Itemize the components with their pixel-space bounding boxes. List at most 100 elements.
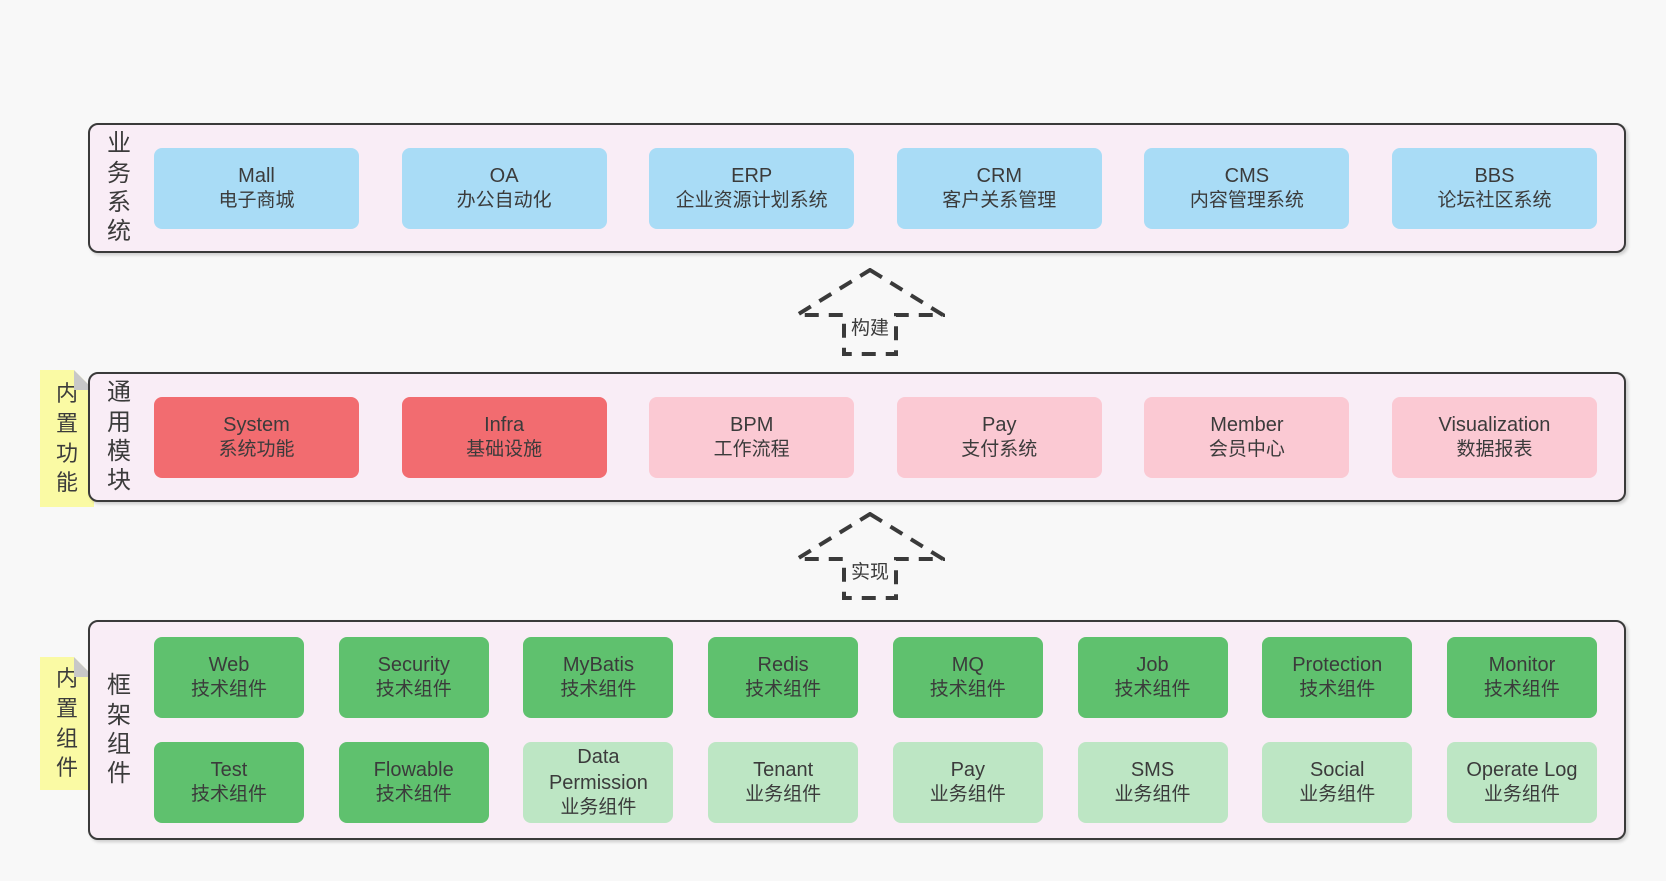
box-pay-component: Pay 业务组件 — [892, 742, 1043, 823]
box-operate-log: Operate Log 业务组件 — [1446, 742, 1597, 823]
up-arrow-icon — [795, 268, 945, 356]
box-name: System — [223, 413, 290, 436]
box-subtitle: 工作流程 — [713, 438, 790, 460]
business-systems-label-text: 业务系统 — [107, 130, 131, 246]
box-name: Security — [377, 654, 450, 677]
box-subtitle: 电子商城 — [218, 189, 295, 211]
box-subtitle: 会员中心 — [1208, 438, 1285, 460]
box-name: Data Permission — [548, 746, 648, 795]
box-infra: Infra 基础设施 — [401, 396, 607, 478]
box-subtitle: 业务组件 — [745, 784, 822, 806]
box-name: CRM — [976, 164, 1023, 187]
framework-components-row-2: Test 技术组件 Flowable 技术组件 Data Permission … — [154, 742, 1597, 823]
box-subtitle: 企业资源计划系统 — [675, 189, 828, 211]
box-name: Tenant — [753, 759, 814, 782]
box-test: Test 技术组件 — [154, 742, 304, 823]
box-name: SMS — [1130, 759, 1175, 782]
box-subtitle: 业务组件 — [929, 784, 1006, 806]
box-name: Test — [210, 759, 248, 782]
framework-components-label: 框架组件 — [90, 622, 148, 838]
box-subtitle: 技术组件 — [190, 784, 267, 806]
box-name: Pay — [982, 413, 1017, 436]
box-subtitle: 业务组件 — [1114, 784, 1191, 806]
framework-components-label-text: 框架组件 — [107, 672, 131, 788]
box-name: Social — [1309, 759, 1365, 782]
box-subtitle: 技术组件 — [1114, 679, 1191, 701]
box-subtitle: 技术组件 — [375, 679, 452, 701]
common-modules-label: 通用模块 — [90, 374, 148, 500]
box-subtitle: 技术组件 — [190, 679, 267, 701]
framework-components-boxzone: Web 技术组件 Security 技术组件 MyBatis 技术组件 Redi… — [154, 622, 1597, 838]
box-sms: SMS 业务组件 — [1077, 742, 1228, 823]
box-name: Member — [1210, 413, 1284, 436]
box-name: Operate Log — [1466, 759, 1578, 782]
business-systems-row: Mall 电子商城 OA 办公自动化 ERP 企业资源计划系统 CRM 客户关系… — [154, 147, 1597, 229]
framework-components-row-1: Web 技术组件 Security 技术组件 MyBatis 技术组件 Redi… — [154, 637, 1597, 718]
box-tenant: Tenant 业务组件 — [708, 742, 859, 823]
common-modules-band: 内置功能 通用模块 System 系统功能 Infra 基础设施 BPM 工作流… — [88, 372, 1626, 502]
box-crm: CRM 客户关系管理 — [896, 147, 1102, 229]
implement-arrow-label: 实现 — [846, 556, 894, 585]
built-in-functions-sticky-text: 内置功能 — [55, 381, 78, 496]
box-subtitle: 技术组件 — [929, 679, 1006, 701]
build-arrow-label: 构建 — [846, 312, 894, 341]
box-redis: Redis 技术组件 — [708, 637, 859, 718]
box-subtitle: 技术组件 — [560, 679, 637, 701]
built-in-components-sticky: 内置组件 — [40, 657, 94, 790]
box-erp: ERP 企业资源计划系统 — [649, 147, 855, 229]
box-name: BPM — [730, 413, 774, 436]
box-monitor: Monitor 技术组件 — [1446, 637, 1597, 718]
box-name: Flowable — [373, 759, 454, 782]
box-subtitle: 系统功能 — [218, 438, 295, 460]
built-in-functions-sticky: 内置功能 — [40, 370, 94, 507]
box-name: Visualization — [1438, 413, 1551, 436]
box-name: ERP — [731, 164, 773, 187]
box-subtitle: 基础设施 — [466, 438, 543, 460]
box-bbs: BBS 论坛社区系统 — [1391, 147, 1597, 229]
box-subtitle: 业务组件 — [1299, 784, 1376, 806]
box-subtitle: 技术组件 — [375, 784, 452, 806]
box-oa: OA 办公自动化 — [401, 147, 607, 229]
common-modules-boxzone: System 系统功能 Infra 基础设施 BPM 工作流程 Pay 支付系统… — [154, 374, 1597, 500]
box-pay-module: Pay 支付系统 — [896, 396, 1102, 478]
box-subtitle: 支付系统 — [961, 438, 1038, 460]
box-name: Redis — [757, 654, 809, 677]
box-social: Social 业务组件 — [1262, 742, 1413, 823]
box-bpm: BPM 工作流程 — [649, 396, 855, 478]
box-name: CMS — [1224, 164, 1270, 187]
box-job: Job 技术组件 — [1077, 637, 1228, 718]
box-mall: Mall 电子商城 — [154, 147, 359, 229]
business-systems-label: 业务系统 — [90, 125, 148, 251]
box-mybatis: MyBatis 技术组件 — [523, 637, 674, 718]
box-flowable: Flowable 技术组件 — [338, 742, 489, 823]
box-protection: Protection 技术组件 — [1262, 637, 1413, 718]
box-subtitle: 客户关系管理 — [942, 189, 1057, 211]
implement-arrow: 实现 — [795, 512, 945, 600]
box-name: Mall — [238, 164, 275, 187]
box-name: Infra — [484, 413, 525, 436]
box-subtitle: 技术组件 — [745, 679, 822, 701]
box-subtitle: 业务组件 — [1483, 784, 1560, 806]
box-name: Job — [1136, 654, 1169, 677]
build-arrow: 构建 — [795, 268, 945, 356]
box-web: Web 技术组件 — [154, 637, 304, 718]
built-in-components-sticky-text: 内置组件 — [55, 666, 78, 781]
box-name: OA — [489, 164, 519, 187]
box-cms: CMS 内容管理系统 — [1144, 147, 1350, 229]
box-name: Web — [208, 654, 250, 677]
common-modules-row: System 系统功能 Infra 基础设施 BPM 工作流程 Pay 支付系统… — [154, 396, 1597, 478]
box-name: Pay — [950, 759, 986, 782]
box-name: Protection — [1292, 654, 1383, 677]
business-systems-band: 业务系统 Mall 电子商城 OA 办公自动化 ERP 企业资源计划系统 CRM… — [88, 123, 1626, 253]
box-name: BBS — [1474, 164, 1515, 187]
box-visualization: Visualization 数据报表 — [1391, 396, 1597, 478]
framework-components-band: 内置组件 框架组件 Web 技术组件 Security 技术组件 MyBatis… — [88, 620, 1626, 840]
box-subtitle: 办公自动化 — [456, 189, 552, 211]
box-name: MQ — [951, 654, 984, 677]
box-subtitle: 业务组件 — [560, 797, 637, 819]
box-subtitle: 数据报表 — [1456, 438, 1533, 460]
box-data-permission: Data Permission 业务组件 — [523, 742, 674, 823]
business-systems-boxzone: Mall 电子商城 OA 办公自动化 ERP 企业资源计划系统 CRM 客户关系… — [154, 125, 1597, 251]
common-modules-label-text: 通用模块 — [107, 379, 131, 495]
box-subtitle: 论坛社区系统 — [1437, 189, 1552, 211]
